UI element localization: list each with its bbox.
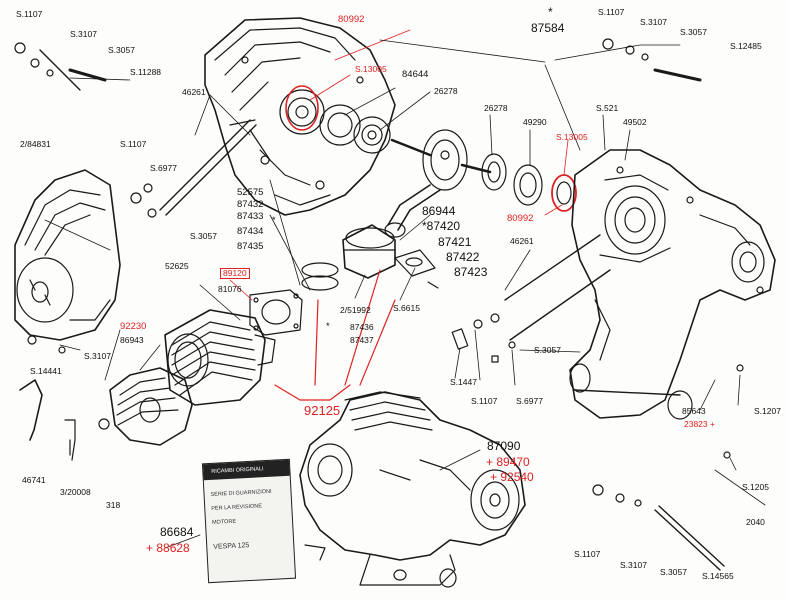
card-header: RICAMBI ORIGINALI (202, 459, 290, 481)
part-label: 318 (106, 500, 121, 510)
part-label: 87423 (454, 265, 488, 279)
part-label: S.1107 (471, 396, 498, 406)
part-label: S.6977 (516, 396, 543, 406)
part-label: 52575 (237, 187, 264, 198)
part-label: 46741 (22, 475, 46, 485)
part-label: S.3057 (660, 567, 687, 577)
part-label: 3/20008 (60, 487, 91, 497)
card-line-4: VESPA 125 (213, 542, 250, 551)
part-label: S.1107 (598, 7, 625, 17)
part-label: 87432 (237, 199, 264, 210)
part-label: 86684 (160, 525, 194, 539)
part-label: 86943 (120, 335, 144, 345)
part-label: S.6615 (393, 303, 420, 313)
part-label: S.1107 (120, 139, 147, 149)
part-label: S.3107 (640, 17, 667, 27)
part-label: S.3107 (620, 560, 647, 570)
part-label: S.3057 (108, 45, 135, 55)
part-label: + 92540 (490, 470, 534, 484)
part-label: 2040 (746, 517, 765, 527)
part-label: + 89470 (486, 455, 530, 469)
part-label: *87420 (422, 219, 461, 233)
part-label: 85643 (682, 406, 706, 416)
part-label: 92230 (120, 321, 147, 332)
part-label: S.1107 (574, 549, 601, 559)
part-label: 89120 (220, 268, 250, 279)
piston-drawing (301, 224, 439, 291)
part-label: S.1207 (754, 406, 781, 416)
part-label: S.3107 (70, 29, 97, 39)
part-label: 46261 (182, 87, 206, 97)
part-label: 46261 (510, 236, 534, 246)
part-label: S.3057 (680, 27, 707, 37)
part-label: S.14441 (30, 366, 62, 376)
part-label: * (272, 215, 276, 226)
part-label: S.3057 (534, 345, 561, 355)
part-label: S.6977 (150, 163, 177, 173)
part-label: S.13005 (556, 132, 588, 142)
flywheel-cover-drawing (14, 169, 121, 341)
left-crankcase-drawing (204, 17, 396, 216)
part-label: 87433 (237, 211, 264, 222)
part-label: 2/51992 (340, 305, 371, 315)
leader-lines (44, 29, 766, 549)
part-label: 52625 (165, 261, 189, 271)
part-label: S.11288 (130, 67, 162, 77)
part-label: 84644 (402, 69, 429, 80)
cylinder-head-drawing (109, 367, 193, 446)
part-label: 87422 (446, 250, 480, 264)
part-label: S.3057 (190, 231, 217, 241)
part-label: 23823 + (684, 419, 715, 429)
part-label: S.14565 (702, 571, 734, 581)
part-label: S.1205 (742, 482, 769, 492)
gasket-set-card: RICAMBI ORIGINALI SERIE DI GUARNIZIONI P… (201, 458, 297, 584)
part-label: 87421 (438, 235, 472, 249)
part-label: 80992 (338, 14, 365, 25)
engine-assembly-drawing (299, 391, 526, 588)
gasket-drawing (249, 289, 303, 336)
part-label: 26278 (434, 86, 458, 96)
part-label: 87436 (350, 322, 374, 332)
part-label: S.13005 (355, 64, 387, 74)
part-label: 26278 (484, 103, 508, 113)
part-label: + 88628 (146, 541, 190, 555)
part-label: 87584 (531, 21, 565, 35)
card-line-2: PER LA REVISIONE (211, 503, 263, 512)
studs-drawing (39, 49, 725, 571)
right-crankcase-drawing (569, 149, 776, 420)
part-label: S.3107 (84, 351, 111, 361)
part-label: 87437 (350, 335, 374, 345)
part-label: S.521 (596, 103, 619, 113)
part-label: S.1447 (450, 377, 477, 387)
bearings-drawing (481, 153, 577, 212)
part-label: 92125 (304, 403, 341, 418)
part-label: * (326, 321, 330, 332)
card-line-3: MOTORE (211, 518, 237, 526)
part-label: 49290 (523, 117, 547, 127)
part-label: 87435 (237, 241, 264, 252)
cylinder-drawing (164, 309, 276, 406)
part-label: 87090 (487, 439, 521, 453)
part-label: 2/84831 (20, 139, 51, 149)
part-label: 86944 (422, 204, 456, 218)
part-label: 81076 (218, 284, 242, 294)
part-label: S.1107 (16, 9, 43, 19)
part-label: S.12485 (730, 41, 762, 51)
part-label: 80992 (507, 213, 534, 224)
fasteners-drawing (14, 38, 744, 507)
part-label: * (548, 5, 553, 19)
part-label: 49502 (623, 117, 647, 127)
part-label: 87434 (237, 226, 264, 237)
card-line-1: SERIE DI GUARNIZIONI (210, 488, 272, 498)
card-header-text: RICAMBI ORIGINALI (211, 466, 264, 475)
crankshaft-drawing (384, 129, 492, 238)
